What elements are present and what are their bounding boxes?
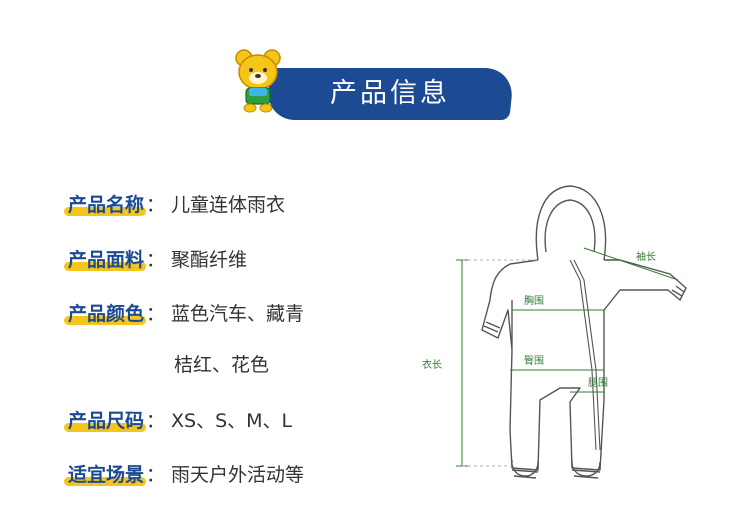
- info-colon: ：: [146, 302, 166, 325]
- info-colon: ：: [146, 409, 166, 432]
- hood-inner: [544, 199, 596, 253]
- page-title: 产品信息: [330, 78, 450, 109]
- info-row-size: 产品尺码 ： XS、S、M、L: [63, 402, 293, 436]
- info-label: 产品颜色: [63, 299, 147, 326]
- bear-mascot-icon: [235, 49, 281, 113]
- info-value: 聚酯纤维: [171, 248, 248, 271]
- info-colon: ：: [146, 193, 166, 216]
- right-foot: [571, 459, 601, 477]
- info-label: 产品面料: [63, 245, 147, 272]
- info-value: 蓝色汽车、藏青: [171, 302, 305, 325]
- hood-outline: [535, 185, 607, 261]
- right-cuff: [671, 285, 685, 297]
- info-label: 适宜场景: [63, 460, 147, 487]
- raincoat-diagram: 衣长 胸围 臀围 腿围 袖长: [422, 185, 687, 479]
- info-value: 雨天户外活动等: [171, 463, 305, 486]
- info-row-scene: 适宜场景 ： 雨天户外活动等: [63, 456, 305, 490]
- info-colon: ：: [146, 463, 166, 486]
- zipper-line: [569, 259, 597, 451]
- info-row-color: 产品颜色 ： 蓝色汽车、藏青: [63, 295, 305, 329]
- sleeve-label: 袖长: [636, 250, 656, 263]
- thigh-label: 腿围: [588, 377, 608, 389]
- info-row-name: 产品名称 ： 儿童连体雨衣: [63, 186, 286, 220]
- hip-label: 臀围: [524, 355, 544, 367]
- left-cuff: [483, 321, 501, 333]
- info-colon: ：: [146, 248, 166, 271]
- info-value: XS、S、M、L: [171, 409, 293, 432]
- length-label: 衣长: [422, 358, 442, 371]
- info-label: 产品名称: [63, 190, 147, 217]
- left-foot: [511, 459, 539, 477]
- info-row-fabric: 产品面料 ： 聚酯纤维: [63, 241, 248, 275]
- info-label: 产品尺码: [63, 406, 147, 433]
- body-outline: [481, 259, 687, 471]
- info-value-continued: 桔红、花色: [174, 354, 270, 376]
- sleeve-measure-line: [583, 247, 679, 281]
- chest-label: 胸围: [524, 294, 544, 307]
- info-value: 儿童连体雨衣: [171, 193, 286, 216]
